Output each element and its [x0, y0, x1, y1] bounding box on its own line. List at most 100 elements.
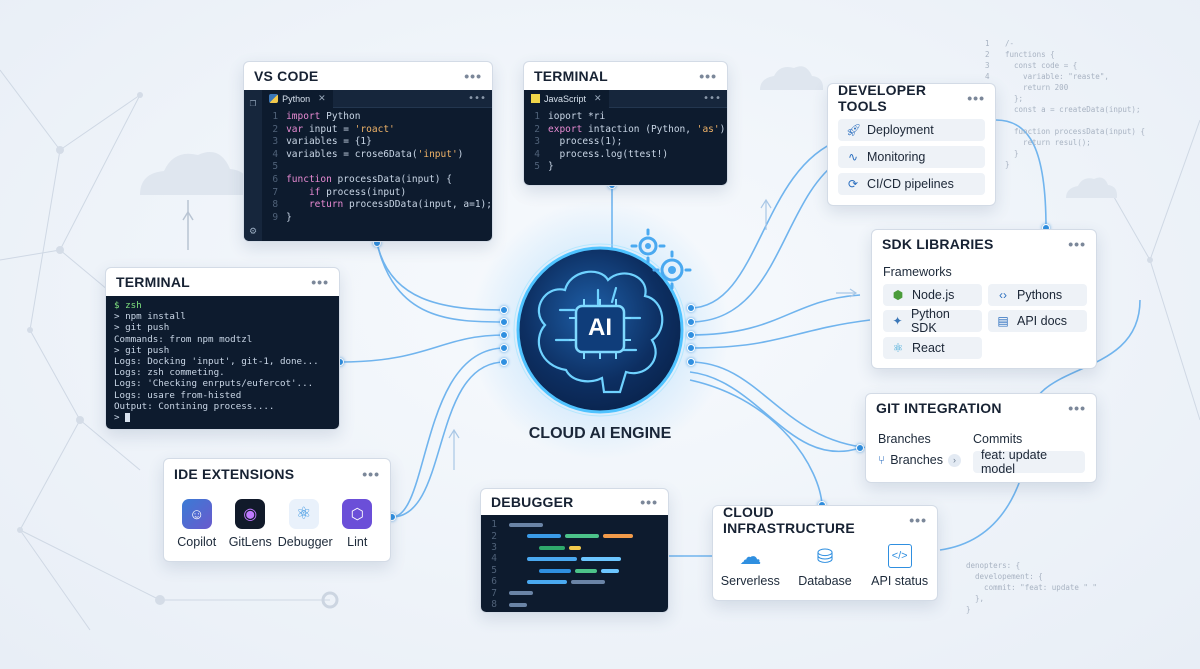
python-icon	[269, 94, 279, 103]
terminal-line: Commands: from npm modtzl	[114, 334, 331, 345]
doc-icon: ▤	[997, 314, 1009, 328]
cursor	[125, 413, 131, 423]
extension-label: Lint	[347, 535, 368, 549]
engine-badge: AI	[588, 314, 612, 341]
sdk-libraries-title: SDK LIBRARIES	[882, 236, 994, 252]
line-number: 1	[534, 111, 540, 122]
infra-serverless[interactable]: ☁ Serverless	[715, 544, 785, 588]
javascript-icon	[531, 94, 540, 103]
more-options-icon[interactable]: •••	[702, 93, 721, 104]
sdk-python-sdk[interactable]: ✦ Python SDK	[883, 307, 982, 335]
code-text: export intaction (Python, 'as') {	[548, 123, 726, 135]
code-line: 4 process.log(ttest!)	[524, 149, 727, 162]
more-options-icon[interactable]: •••	[311, 274, 329, 290]
connector-node	[856, 444, 864, 452]
sdk-react[interactable]: ⚛ React	[883, 337, 982, 359]
more-options-icon[interactable]: •••	[362, 466, 380, 482]
bg-code-line: return 200	[1005, 83, 1069, 92]
more-options-icon[interactable]: •••	[1068, 236, 1086, 252]
files-icon[interactable]: ❐	[249, 96, 257, 109]
more-options-icon[interactable]: •••	[467, 93, 486, 104]
line-number: 5	[534, 161, 540, 173]
extension-lint[interactable]: ⬡ Lint	[331, 499, 383, 549]
code-text: process(1);	[548, 136, 623, 148]
code-text: variables = {1}	[286, 136, 372, 148]
more-options-icon[interactable]: •••	[909, 512, 927, 528]
close-icon[interactable]: ✕	[594, 93, 602, 103]
ide-extensions-title: IDE EXTENSIONS	[174, 466, 295, 482]
code-text: }	[286, 211, 292, 223]
more-options-icon[interactable]: •••	[640, 494, 658, 510]
more-options-icon[interactable]: •••	[967, 90, 985, 106]
more-options-icon[interactable]: •••	[464, 68, 482, 84]
tool-monitoring[interactable]: ∿ Monitoring	[838, 146, 985, 168]
gitlens-icon: ◉	[235, 499, 266, 529]
code-bar	[571, 579, 605, 584]
tool-deployment[interactable]: 🚀︎ Deployment	[838, 119, 985, 141]
terminal-left-window[interactable]: TERMINAL ••• $ zsh> npm install> git pus…	[105, 267, 340, 430]
git-branches-item[interactable]: ⑂ Branches ›	[878, 453, 962, 467]
extension-copilot[interactable]: ☺ Copilot	[171, 499, 223, 549]
terminal-line: >	[114, 412, 331, 423]
sdk-label: Python SDK	[910, 307, 950, 335]
terminal-text: Logs: Docking 'input', git-1, done...	[114, 356, 319, 368]
infra-database[interactable]: ⛁ Database	[790, 544, 860, 588]
vscode-title: VS CODE	[254, 68, 319, 84]
sdk-nodejs[interactable]: ⬢ Node.js	[883, 284, 982, 306]
terminal-line: > git push	[114, 322, 331, 333]
connector-node	[687, 331, 695, 339]
line-number: 3	[491, 541, 497, 553]
settings-gear-icon[interactable]: ⚙	[249, 224, 257, 237]
sdk-pythons[interactable]: ‹› Pythons	[988, 284, 1087, 306]
tool-cicd[interactable]: ⟳ CI/CD pipelines	[838, 173, 985, 195]
tool-label: Deployment	[867, 123, 934, 137]
more-options-icon[interactable]: •••	[1068, 400, 1086, 416]
extension-gitlens[interactable]: ◉ GitLens	[224, 499, 276, 549]
code-text: }	[548, 161, 554, 173]
api-icon: </>	[865, 544, 935, 570]
cloud-infrastructure-title: CLOUD INFRASTRUCTURE	[723, 505, 855, 536]
extension-label: Debugger	[277, 535, 333, 549]
debugger-title: DEBUGGER	[491, 494, 574, 510]
infra-api-status[interactable]: </> API status	[865, 544, 935, 588]
git-col-commits: Commits	[973, 432, 1023, 446]
close-icon[interactable]: ✕	[318, 93, 326, 103]
line-number: 7	[272, 186, 279, 198]
sdk-label: React	[912, 341, 945, 355]
git-commit-item[interactable]: feat: update model	[973, 448, 1085, 476]
line-number: 6	[272, 173, 279, 185]
terminal-text: Logs: 'Checking enrputs/eufercot'...	[114, 378, 314, 390]
line-number: 9	[272, 211, 279, 223]
code-bar	[575, 568, 597, 573]
line-number: 5	[272, 161, 279, 173]
infra-label: API status	[871, 574, 929, 588]
more-options-icon[interactable]: •••	[699, 68, 717, 84]
connector-node	[687, 304, 695, 312]
line-number: 2	[491, 530, 497, 542]
editor-tab-javascript[interactable]: JavaScript ✕	[524, 89, 609, 108]
terminal-line: Output: Contining process....	[114, 401, 331, 412]
terminal-line: $ zsh	[114, 300, 331, 311]
python-icon: ✦	[892, 314, 903, 328]
extension-debugger[interactable]: ⚛ Debugger	[277, 499, 333, 549]
bg-code-line: const code = {	[1005, 61, 1078, 70]
line-number: 6	[491, 576, 497, 588]
chevron-right-icon[interactable]: ›	[948, 453, 962, 467]
line-number: 7	[491, 587, 497, 599]
developer-tools-panel: DEVELOPER TOOLS ••• 🚀︎ Deployment ∿ Moni…	[827, 83, 996, 206]
line-number: 4	[272, 148, 279, 160]
ide-extensions-panel: IDE EXTENSIONS ••• ☺ Copilot ◉ GitLens ⚛…	[163, 458, 391, 562]
sdk-api-docs[interactable]: ▤ API docs	[988, 310, 1087, 332]
lint-icon: ⬡	[342, 499, 373, 529]
editor-tab-python[interactable]: Python ✕	[262, 89, 333, 108]
connector-node	[687, 358, 695, 366]
